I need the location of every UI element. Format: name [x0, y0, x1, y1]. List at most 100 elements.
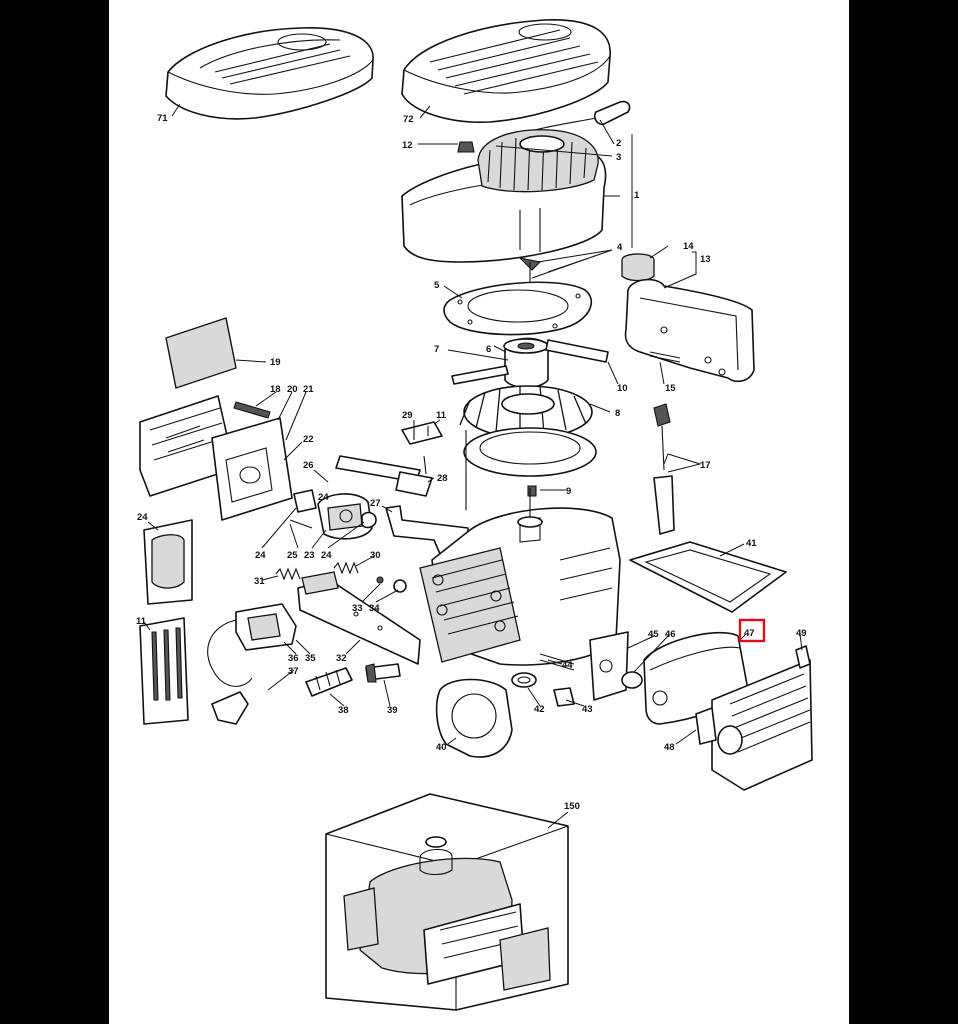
- label-36[interactable]: 36: [288, 653, 299, 664]
- label-28[interactable]: 28: [437, 473, 448, 484]
- label-45[interactable]: 45: [648, 629, 659, 640]
- label-13[interactable]: 13: [700, 254, 711, 265]
- part-13-fuel-tank[interactable]: [624, 278, 755, 383]
- label-3[interactable]: 3: [616, 152, 621, 163]
- part-4-screws[interactable]: [518, 257, 542, 285]
- part-29-bracket[interactable]: [401, 421, 443, 445]
- flywheel-plate[interactable]: [463, 427, 597, 477]
- part-72-cover[interactable]: [401, 19, 611, 124]
- part-37-plug-boot[interactable]: [211, 691, 249, 725]
- label-49[interactable]: 49: [796, 628, 807, 639]
- label-12[interactable]: 12: [402, 140, 413, 151]
- label-24-carb[interactable]: 24: [321, 550, 332, 561]
- part-28-clamp[interactable]: [395, 455, 433, 497]
- label-150[interactable]: 150: [564, 801, 580, 812]
- label-43[interactable]: 43: [582, 704, 593, 715]
- label-24-left[interactable]: 24: [137, 512, 148, 523]
- part-39-bolt[interactable]: [365, 663, 401, 683]
- label-2[interactable]: 2: [616, 138, 621, 149]
- label-30[interactable]: 30: [370, 550, 381, 561]
- part-48-bracket[interactable]: [695, 707, 717, 745]
- label-72[interactable]: 72: [403, 114, 414, 125]
- label-38[interactable]: 38: [338, 705, 349, 716]
- label-27[interactable]: 27: [370, 498, 381, 509]
- label-10[interactable]: 10: [617, 383, 628, 394]
- label-8[interactable]: 8: [615, 408, 620, 419]
- label-22[interactable]: 22: [303, 434, 314, 445]
- label-11-top[interactable]: 11: [436, 410, 447, 421]
- label-46[interactable]: 46: [665, 629, 676, 640]
- label-47[interactable]: 47: [744, 628, 755, 639]
- label-9[interactable]: 9: [566, 486, 571, 497]
- part-24-gasket-small[interactable]: [293, 489, 377, 529]
- label-18[interactable]: 18: [270, 384, 281, 395]
- part-23-carburetor[interactable]: [317, 493, 373, 540]
- label-31[interactable]: 31: [254, 576, 265, 587]
- part-43-plug[interactable]: [553, 687, 575, 707]
- part-45-gasket[interactable]: [589, 631, 629, 701]
- label-21[interactable]: 21: [303, 384, 314, 395]
- label-14[interactable]: 14: [683, 241, 694, 252]
- part-30-spring[interactable]: [333, 561, 359, 575]
- label-17[interactable]: 17: [700, 460, 711, 471]
- label-5[interactable]: 5: [434, 280, 440, 291]
- part-9-key[interactable]: [527, 485, 537, 497]
- label-29[interactable]: 29: [402, 410, 413, 421]
- part-19-air-filter[interactable]: [165, 317, 237, 389]
- part-25-link[interactable]: [289, 519, 313, 529]
- label-48[interactable]: 48: [664, 742, 675, 753]
- label-44[interactable]: 44: [562, 660, 573, 671]
- part-17-dipstick[interactable]: [653, 403, 675, 535]
- part-7-rod[interactable]: [451, 365, 509, 385]
- label-37[interactable]: 37: [288, 666, 299, 677]
- label-33[interactable]: 33: [352, 603, 363, 614]
- part-40-head-gasket[interactable]: [435, 678, 513, 758]
- part-6-cup[interactable]: [503, 337, 549, 389]
- label-19[interactable]: 19: [270, 357, 281, 368]
- label-15[interactable]: 15: [665, 383, 676, 394]
- part-15-bolt[interactable]: [649, 351, 681, 363]
- part-24-bracket[interactable]: [143, 519, 193, 605]
- part-150-engine-assembly[interactable]: [325, 793, 569, 1011]
- label-71[interactable]: 71: [157, 113, 168, 124]
- label-40[interactable]: 40: [436, 742, 447, 753]
- label-7[interactable]: 7: [434, 344, 439, 355]
- part-32-plate[interactable]: [297, 571, 421, 665]
- label-42[interactable]: 42: [534, 704, 545, 715]
- part-42-seal[interactable]: [511, 672, 537, 688]
- label-1[interactable]: 1: [634, 190, 640, 201]
- part-41-gasket[interactable]: [629, 541, 787, 613]
- part-31-spring[interactable]: [275, 567, 301, 581]
- part-14-fuel-cap[interactable]: [621, 253, 655, 282]
- label-23[interactable]: 23: [304, 550, 315, 561]
- part-8-flywheel[interactable]: [459, 385, 593, 439]
- part-71-cover[interactable]: [165, 27, 374, 120]
- part-38-spark-plug[interactable]: [305, 667, 353, 697]
- label-41[interactable]: 41: [746, 538, 757, 549]
- part-10-rod[interactable]: [545, 339, 609, 363]
- label-24-mid[interactable]: 24: [318, 492, 329, 503]
- part-34-washer[interactable]: [393, 579, 407, 593]
- part-12-nut[interactable]: [457, 141, 475, 153]
- part-11-leads[interactable]: [139, 617, 189, 725]
- label-24-base[interactable]: 24: [255, 550, 266, 561]
- label-6[interactable]: 6: [486, 344, 491, 355]
- label-34[interactable]: 34: [369, 603, 380, 614]
- part-22-filter-base[interactable]: [211, 417, 293, 521]
- label-25[interactable]: 25: [287, 550, 298, 561]
- part-35-ignition-coil[interactable]: [207, 603, 297, 687]
- label-4[interactable]: 4: [617, 242, 623, 253]
- part-46-flange[interactable]: [621, 671, 643, 689]
- label-26[interactable]: 26: [303, 460, 314, 471]
- part-44-screws[interactable]: [539, 653, 575, 671]
- engine-block[interactable]: [419, 430, 621, 666]
- label-11-left[interactable]: 11: [136, 616, 147, 627]
- part-18-screw[interactable]: [233, 401, 271, 419]
- label-39[interactable]: 39: [387, 705, 398, 716]
- part-49-muffler-guard[interactable]: [711, 645, 813, 791]
- label-35[interactable]: 35: [305, 653, 316, 664]
- part-33-screw[interactable]: [376, 576, 384, 584]
- label-20[interactable]: 20: [287, 384, 298, 395]
- part-5-gasket[interactable]: [443, 281, 593, 336]
- part-1-blower-housing[interactable]: [401, 129, 607, 263]
